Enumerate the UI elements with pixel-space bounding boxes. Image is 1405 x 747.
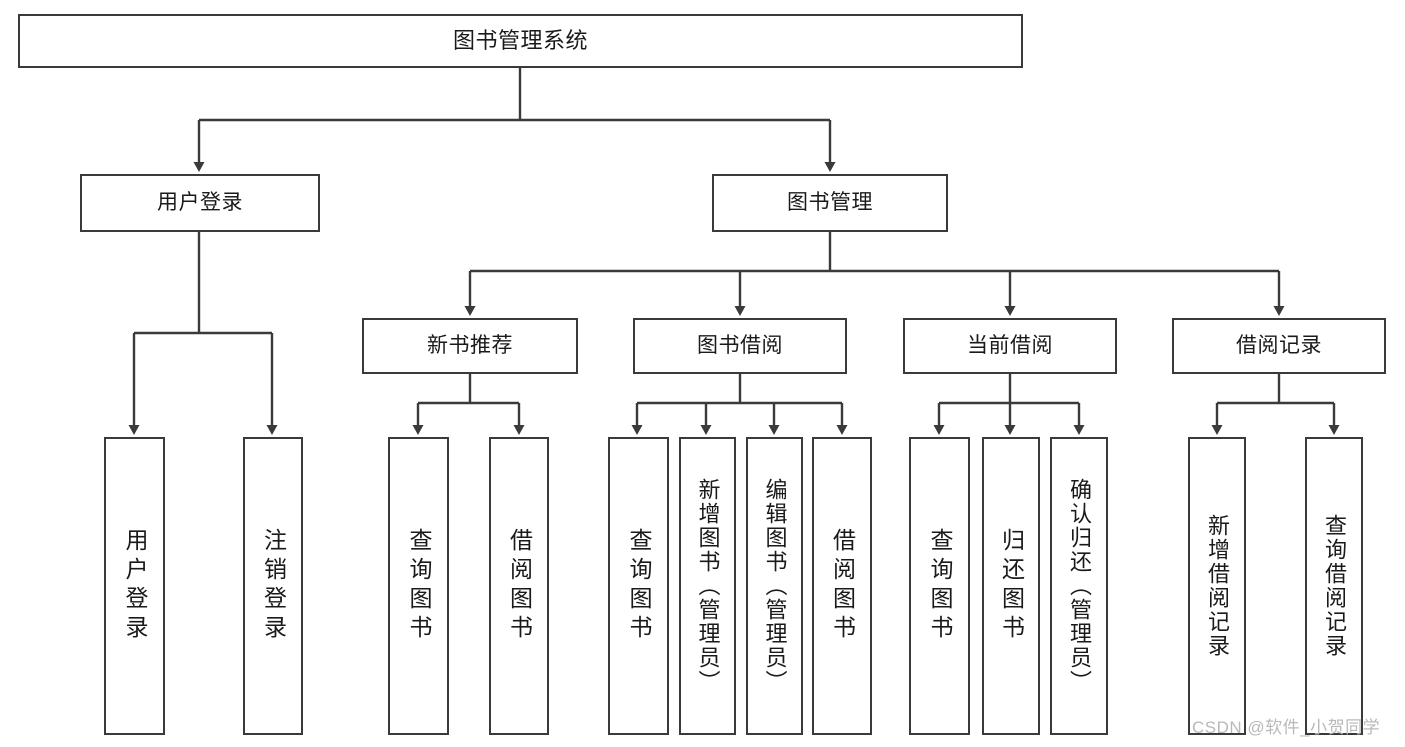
node-leaf-add-book-label: 新增图书（管理员） xyxy=(695,478,721,694)
node-root-label: 图书管理系统 xyxy=(452,27,588,53)
node-leaf-user-login-label: 用户登录 xyxy=(122,528,148,644)
node-leaf-add-borrow-record[interactable]: 新增借阅记录 xyxy=(1188,437,1246,735)
csdn-watermark: CSDN @软件_小贺同学 xyxy=(1192,718,1381,737)
node-book-manage-label: 图书管理 xyxy=(787,191,873,215)
node-leaf-query-book-rec[interactable]: 查询图书 xyxy=(388,437,449,735)
node-leaf-confirm-return[interactable]: 确认归还（管理员） xyxy=(1050,437,1108,735)
node-leaf-user-logout[interactable]: 注销登录 xyxy=(243,437,303,735)
node-borrow-record[interactable]: 借阅记录 xyxy=(1172,318,1386,374)
node-leaf-confirm-return-label: 确认归还（管理员） xyxy=(1067,478,1092,694)
node-leaf-query-borrow-record-label: 查询借阅记录 xyxy=(1322,514,1347,658)
node-leaf-query-borrow-record[interactable]: 查询借阅记录 xyxy=(1305,437,1363,735)
node-leaf-borrow-book-rec[interactable]: 借阅图书 xyxy=(489,437,549,735)
node-leaf-borrow-book[interactable]: 借阅图书 xyxy=(812,437,872,735)
node-root[interactable]: 图书管理系统 xyxy=(18,14,1023,68)
node-leaf-edit-book[interactable]: 编辑图书（管理员） xyxy=(746,437,803,735)
node-new-book-rec-label: 新书推荐 xyxy=(427,334,513,358)
node-leaf-query-book-rec-label: 查询图书 xyxy=(406,528,432,644)
node-leaf-query-book-borrow-label: 查询图书 xyxy=(626,528,652,644)
node-leaf-return-book-label: 归还图书 xyxy=(998,528,1025,644)
node-leaf-user-login[interactable]: 用户登录 xyxy=(104,437,165,735)
node-current-borrow-label: 当前借阅 xyxy=(967,334,1053,358)
node-leaf-add-borrow-record-label: 新增借阅记录 xyxy=(1205,514,1230,658)
node-book-manage[interactable]: 图书管理 xyxy=(712,174,948,232)
node-book-borrow-label: 图书借阅 xyxy=(697,334,783,358)
node-current-borrow[interactable]: 当前借阅 xyxy=(903,318,1117,374)
node-user-login-label: 用户登录 xyxy=(157,191,243,215)
node-borrow-record-label: 借阅记录 xyxy=(1236,334,1322,358)
node-leaf-borrow-book-rec-label: 借阅图书 xyxy=(506,528,533,644)
node-new-book-rec[interactable]: 新书推荐 xyxy=(362,318,578,374)
node-leaf-edit-book-label: 编辑图书（管理员） xyxy=(762,478,788,694)
node-user-login[interactable]: 用户登录 xyxy=(80,174,320,232)
node-leaf-borrow-book-label: 借阅图书 xyxy=(829,528,856,644)
node-leaf-return-book[interactable]: 归还图书 xyxy=(982,437,1040,735)
node-leaf-add-book[interactable]: 新增图书（管理员） xyxy=(679,437,736,735)
node-leaf-user-logout-label: 注销登录 xyxy=(260,528,287,644)
node-leaf-query-book-current[interactable]: 查询图书 xyxy=(909,437,970,735)
node-book-borrow[interactable]: 图书借阅 xyxy=(633,318,847,374)
node-leaf-query-book-current-label: 查询图书 xyxy=(927,528,953,644)
node-leaf-query-book-borrow[interactable]: 查询图书 xyxy=(608,437,669,735)
